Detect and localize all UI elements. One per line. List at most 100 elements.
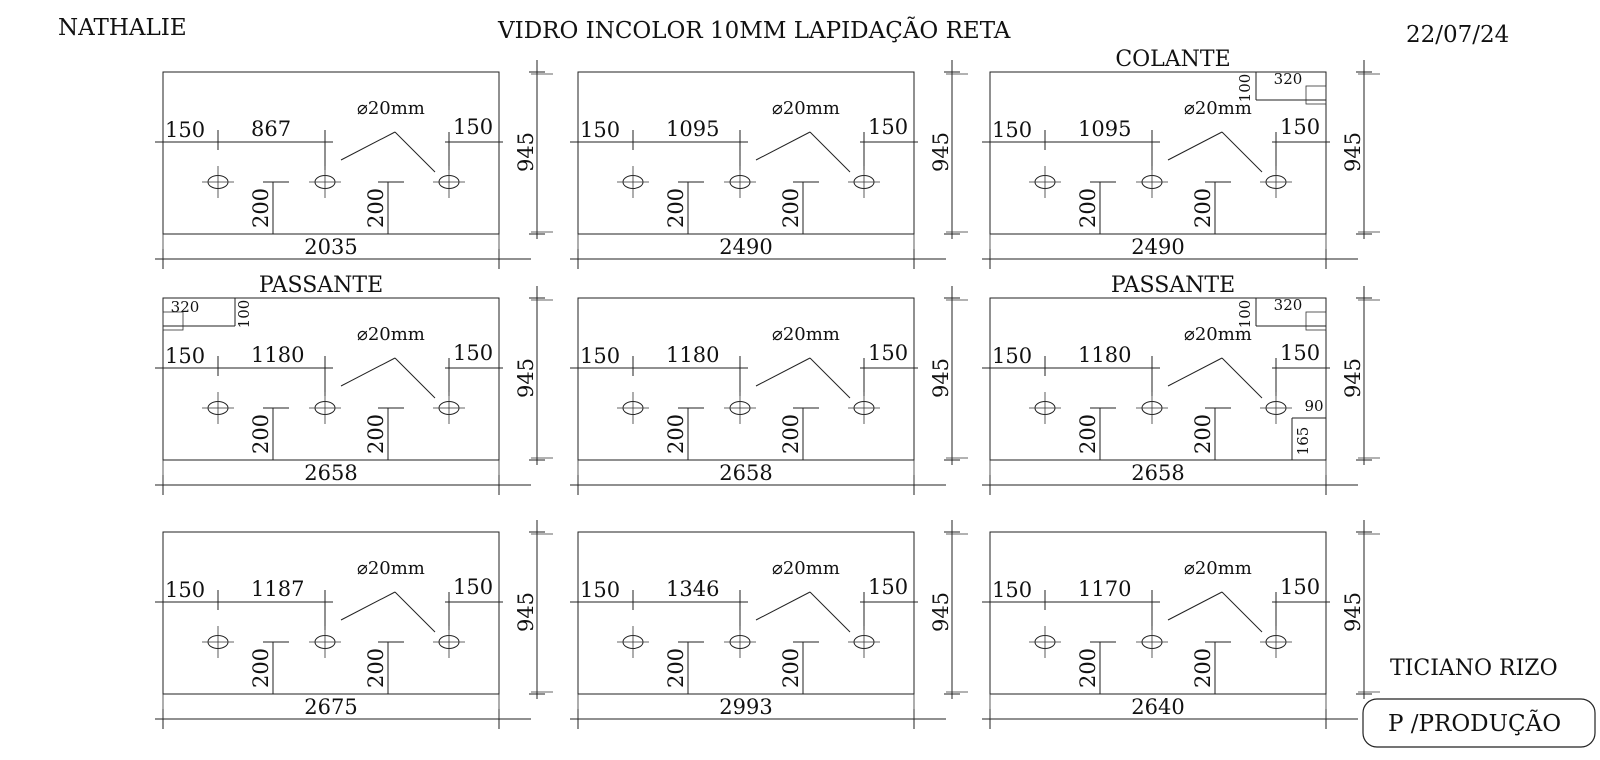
panel-outline bbox=[162, 531, 500, 695]
right-margin-label: 150 bbox=[868, 115, 908, 139]
panel-height-label: 945 bbox=[929, 592, 953, 632]
author-name: TICIANO RIZO bbox=[1390, 656, 1558, 681]
panel-outline bbox=[577, 71, 915, 235]
panel-outline bbox=[577, 531, 915, 695]
panel-tag-label: PASSANTE bbox=[259, 273, 383, 298]
panel-width-label: 2675 bbox=[304, 695, 357, 719]
glass-panel-2: 2490 945 150 1095 150 200 200 ⌀20mm bbox=[570, 60, 968, 269]
right-margin-label: 150 bbox=[453, 115, 493, 139]
notch-height-label: 100 bbox=[235, 300, 253, 329]
hole-depth-label-2: 200 bbox=[364, 188, 388, 228]
hole-spacing-label: 1095 bbox=[666, 117, 719, 141]
diameter-leader-line bbox=[1167, 131, 1223, 161]
hole-depth-label-1: 200 bbox=[249, 414, 273, 454]
diameter-leader-line bbox=[394, 131, 436, 173]
side-notch-height-label: 165 bbox=[1294, 427, 1312, 456]
side-notch: 90 165 bbox=[1291, 397, 1326, 460]
panel-width-label: 2658 bbox=[1131, 461, 1184, 485]
hole-depth-label-1: 200 bbox=[664, 188, 688, 228]
hole-spacing-label: 867 bbox=[251, 117, 291, 141]
corner-notch: 320 100 bbox=[162, 298, 253, 331]
glass-spec-title: VIDRO INCOLOR 10MM LAPIDAÇÃO RETA bbox=[497, 16, 1011, 44]
notch-box bbox=[1305, 85, 1327, 105]
corner-notch: 320 100 bbox=[1236, 296, 1327, 331]
notch-width-label: 320 bbox=[1274, 70, 1303, 88]
panel-width-label: 2993 bbox=[719, 695, 772, 719]
hole-diameter-label: ⌀20mm bbox=[1184, 98, 1252, 119]
diameter-leader-line bbox=[1221, 357, 1263, 399]
panel-height-label: 945 bbox=[929, 132, 953, 172]
left-margin-label: 150 bbox=[992, 578, 1032, 602]
hole-diameter-label: ⌀20mm bbox=[772, 324, 840, 345]
hole-spacing-label: 1180 bbox=[666, 343, 719, 367]
glass-panel-9: 2640 945 150 1170 150 200 200 ⌀20mm bbox=[982, 520, 1380, 729]
left-margin-label: 150 bbox=[580, 118, 620, 142]
notch-box bbox=[162, 311, 184, 331]
hole-depth-label-1: 200 bbox=[1076, 648, 1100, 688]
panel-height-label: 945 bbox=[1341, 132, 1365, 172]
diameter-leader-line bbox=[1167, 591, 1223, 621]
hole-depth-label-2: 200 bbox=[1191, 648, 1215, 688]
production-stamp: P /PRODUÇÃO bbox=[1388, 709, 1561, 737]
left-margin-label: 150 bbox=[992, 118, 1032, 142]
hole-depth-label-1: 200 bbox=[664, 648, 688, 688]
left-margin-label: 150 bbox=[580, 344, 620, 368]
panel-width-label: 2490 bbox=[1131, 235, 1184, 259]
hole-depth-label-2: 200 bbox=[364, 414, 388, 454]
panel-height-label: 945 bbox=[1341, 592, 1365, 632]
drawing-date: 22/07/24 bbox=[1406, 22, 1509, 48]
hole-spacing-label: 1187 bbox=[251, 577, 304, 601]
hole-spacing-label: 1180 bbox=[1078, 343, 1131, 367]
panel-width-label: 2640 bbox=[1131, 695, 1184, 719]
diameter-leader-line bbox=[1221, 591, 1263, 633]
hole-depth-label-1: 200 bbox=[249, 188, 273, 228]
right-margin-label: 150 bbox=[453, 341, 493, 365]
notch-height-label: 100 bbox=[1236, 300, 1254, 329]
notch-width-label: 320 bbox=[1274, 296, 1303, 314]
panel-width-label: 2490 bbox=[719, 235, 772, 259]
hole-depth-label-1: 200 bbox=[664, 414, 688, 454]
panel-height-label: 945 bbox=[1341, 358, 1365, 398]
diameter-leader-line bbox=[809, 131, 851, 173]
panel-outline bbox=[989, 71, 1327, 235]
hole-diameter-label: ⌀20mm bbox=[772, 558, 840, 579]
hole-diameter-label: ⌀20mm bbox=[1184, 558, 1252, 579]
panel-width-label: 2035 bbox=[304, 235, 357, 259]
hole-depth-label-1: 200 bbox=[1076, 414, 1100, 454]
hole-spacing-label: 1180 bbox=[251, 343, 304, 367]
panel-outline bbox=[162, 297, 500, 461]
right-margin-label: 150 bbox=[453, 575, 493, 599]
right-margin-label: 150 bbox=[1280, 575, 1320, 599]
panel-height-label: 945 bbox=[514, 358, 538, 398]
hole-depth-label-2: 200 bbox=[1191, 414, 1215, 454]
diameter-leader-line bbox=[340, 357, 396, 387]
client-name: NATHALIE bbox=[58, 15, 187, 41]
hole-depth-label-2: 200 bbox=[1191, 188, 1215, 228]
diameter-leader-line bbox=[809, 357, 851, 399]
notch-width-label: 320 bbox=[171, 298, 200, 316]
panel-width-label: 2658 bbox=[719, 461, 772, 485]
left-margin-label: 150 bbox=[165, 118, 205, 142]
diameter-leader-line bbox=[1167, 357, 1223, 387]
hole-depth-label-2: 200 bbox=[779, 188, 803, 228]
panel-outline bbox=[989, 531, 1327, 695]
diameter-leader-line bbox=[394, 591, 436, 633]
diameter-leader-line bbox=[755, 591, 811, 621]
hole-diameter-label: ⌀20mm bbox=[772, 98, 840, 119]
panel-outline bbox=[577, 297, 915, 461]
side-notch-width-label: 90 bbox=[1304, 397, 1323, 415]
hole-diameter-label: ⌀20mm bbox=[357, 324, 425, 345]
diameter-leader-line bbox=[394, 357, 436, 399]
hole-spacing-label: 1170 bbox=[1078, 577, 1131, 601]
hole-depth-label-2: 200 bbox=[779, 414, 803, 454]
diameter-leader-line bbox=[340, 591, 396, 621]
right-margin-label: 150 bbox=[868, 575, 908, 599]
hole-diameter-label: ⌀20mm bbox=[1184, 324, 1252, 345]
